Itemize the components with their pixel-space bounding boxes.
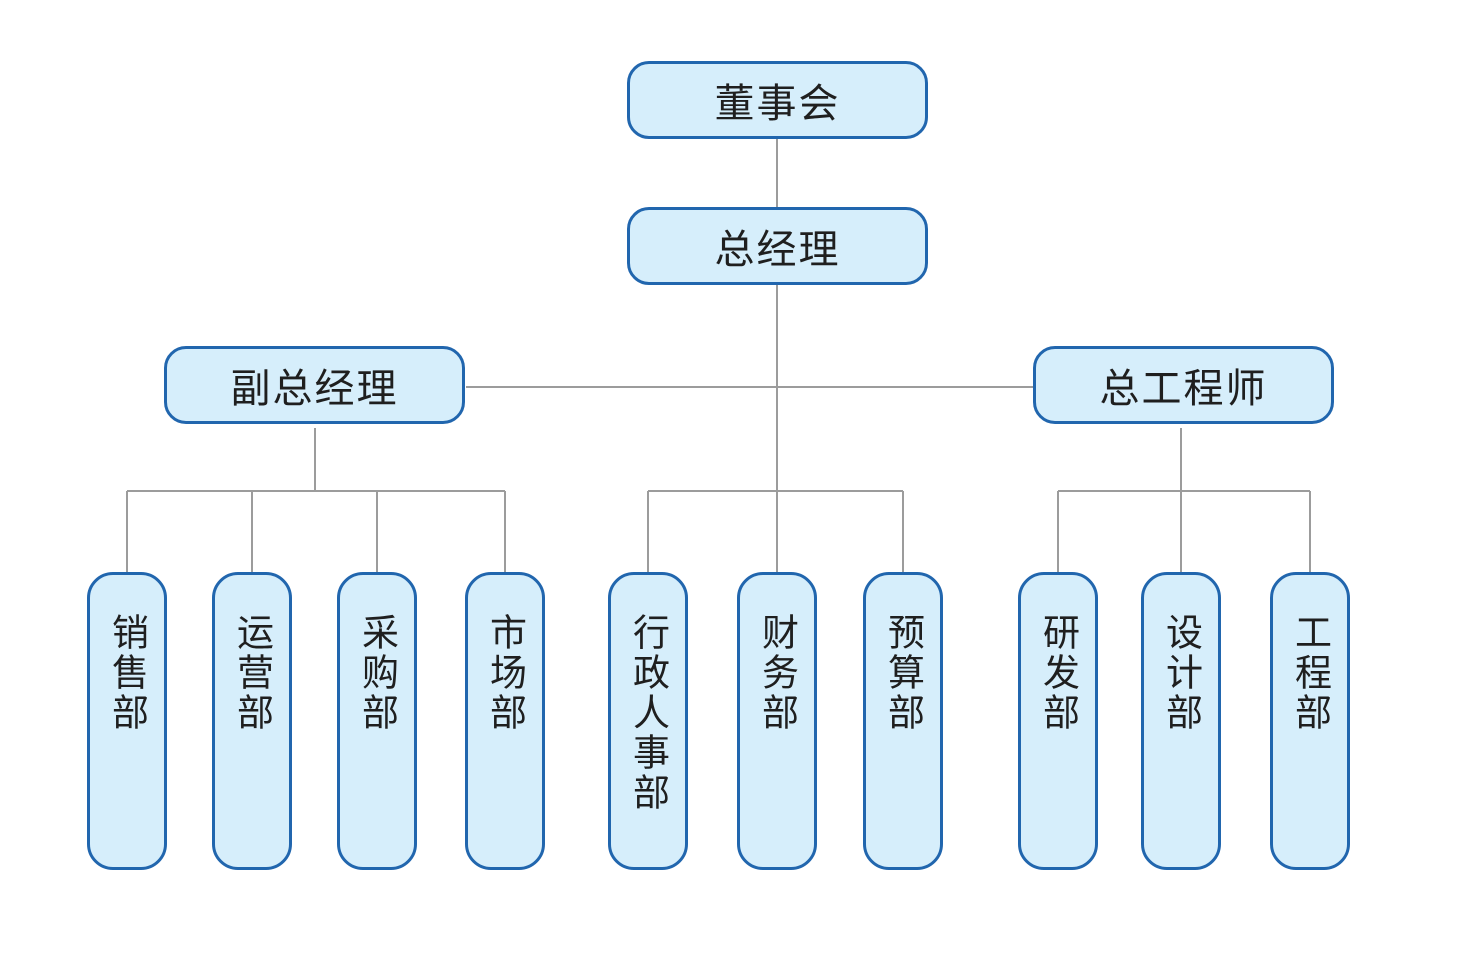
node-engineering-dept-label: 工程部 bbox=[1289, 613, 1331, 733]
node-deputy-general-manager-label: 副总经理 bbox=[230, 367, 399, 411]
node-admin-hr-dept: 行政人事部 bbox=[608, 572, 688, 870]
node-operations-dept-label: 运营部 bbox=[231, 613, 273, 733]
node-general-manager-label: 总经理 bbox=[714, 228, 841, 272]
node-finance-dept: 财务部 bbox=[737, 572, 817, 870]
node-rnd-dept: 研发部 bbox=[1018, 572, 1098, 870]
node-chief-engineer-label: 总工程师 bbox=[1099, 367, 1268, 411]
node-operations-dept: 运营部 bbox=[212, 572, 292, 870]
node-marketing-dept: 市场部 bbox=[465, 572, 545, 870]
node-rnd-dept-label: 研发部 bbox=[1037, 613, 1079, 733]
node-design-dept: 设计部 bbox=[1141, 572, 1221, 870]
node-engineering-dept: 工程部 bbox=[1270, 572, 1350, 870]
node-design-dept-label: 设计部 bbox=[1160, 613, 1202, 733]
node-general-manager: 总经理 bbox=[627, 207, 928, 285]
node-procurement-dept-label: 采购部 bbox=[356, 613, 398, 733]
node-admin-hr-dept-label: 行政人事部 bbox=[627, 613, 669, 813]
node-board: 董事会 bbox=[627, 61, 928, 139]
node-finance-dept-label: 财务部 bbox=[756, 613, 798, 733]
node-deputy-general-manager: 副总经理 bbox=[164, 346, 465, 424]
node-budget-dept-label: 预算部 bbox=[882, 613, 924, 733]
node-budget-dept: 预算部 bbox=[863, 572, 943, 870]
node-board-label: 董事会 bbox=[714, 82, 841, 126]
node-marketing-dept-label: 市场部 bbox=[484, 613, 526, 733]
node-sales-dept: 销售部 bbox=[87, 572, 167, 870]
node-sales-dept-label: 销售部 bbox=[106, 613, 148, 733]
node-procurement-dept: 采购部 bbox=[337, 572, 417, 870]
node-chief-engineer: 总工程师 bbox=[1033, 346, 1334, 424]
